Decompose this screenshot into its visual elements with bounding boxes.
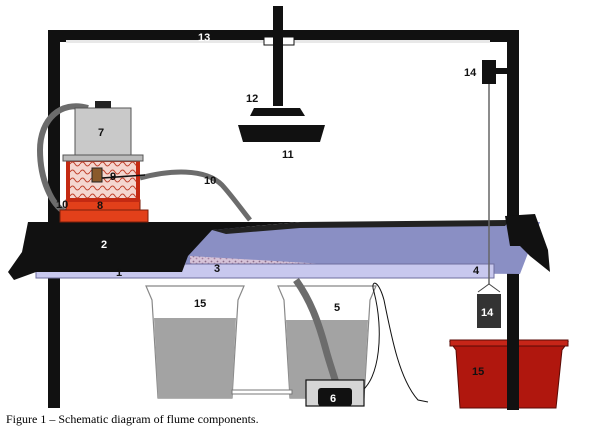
tailgate-flap [505,214,550,272]
label-top-rail: 13 [198,32,210,44]
label-upper-tray: 2 [101,239,107,251]
return-hose [293,277,342,391]
label-bed-slot: 1 [116,267,122,279]
sediment-feeder [59,101,149,223]
feed-hose-left [36,103,89,215]
lamp-assembly [238,6,325,142]
label-hose-left: 10 [56,199,68,211]
label-bucket-left: 15 [194,298,206,310]
figure-caption: Figure 1 – Schematic diagram of flume co… [6,412,259,426]
label-hose-right: 10 [204,175,216,187]
frame-right-leg-front [507,300,519,410]
upper-tray [8,222,300,280]
label-bucket-right: 15 [472,366,484,378]
connector-tube [231,389,293,395]
label-sediment: 3 [214,263,220,275]
label-pulley: 14 [464,67,477,79]
feed-hose-right [139,169,252,222]
label-sump-bucket: 5 [334,302,340,314]
label-tailgate: 4 [473,265,480,277]
label-lamp: 11 [282,149,294,161]
label-counterweight: 14 [481,307,494,319]
bucket-left [145,285,245,399]
tray-rim [212,220,510,234]
power-cord [359,282,429,403]
pump [305,379,365,407]
label-hopper: 9 [110,171,116,183]
label-lamp-mount: 12 [246,93,258,105]
label-hopper-base: 8 [97,200,103,212]
pulley-system [477,60,512,328]
label-feeder-motor: 7 [98,127,104,139]
label-pump: 6 [330,393,336,405]
